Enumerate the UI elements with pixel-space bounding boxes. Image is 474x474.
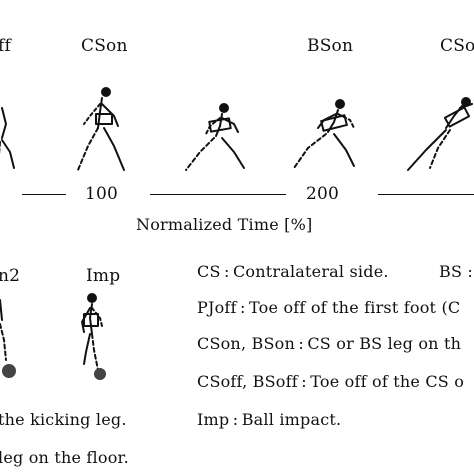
stick-figure-csoff xyxy=(407,97,473,171)
time-axis-segment xyxy=(150,194,286,195)
stick-figure-imp xyxy=(81,293,106,380)
phase-label-cson: CSon xyxy=(81,36,128,56)
legend-cson-bson: CSon, BSon : CS or BS leg on th xyxy=(197,334,462,353)
stick-figure-bson xyxy=(293,99,355,169)
time-axis-segment xyxy=(378,194,474,195)
stick-figure-mid1 xyxy=(185,103,245,171)
legend-cs: CS : Contralateral side. xyxy=(197,262,389,281)
legend-csoff-bsoff: CSoff, BSoff : Toe off of the CS o xyxy=(197,372,465,391)
phase-label-csoff: CSo xyxy=(440,36,474,56)
stick-figure-cson xyxy=(77,87,125,171)
stick-figure-on2 xyxy=(0,299,16,378)
tick-label-200: 200 xyxy=(306,184,340,204)
ball-icon xyxy=(2,364,16,378)
phase-label-imp: Imp xyxy=(86,266,121,286)
tick-label-100: 100 xyxy=(85,184,119,204)
time-axis-segment xyxy=(22,194,66,195)
phase-label-bson: BSon xyxy=(307,36,354,56)
note-leg-floor: leg on the floor. xyxy=(0,448,129,467)
legend-pjoff: PJoff : Toe off of the first foot (C xyxy=(197,298,461,317)
axis-label: Normalized Time [%] xyxy=(136,215,313,234)
phase-label-on2: n2 xyxy=(0,266,21,286)
phase-label-pjoff: ff xyxy=(0,36,11,56)
note-kicking-leg: the kicking leg. xyxy=(0,410,127,429)
legend-bs: BS : xyxy=(439,262,473,281)
legend-imp: Imp : Ball impact. xyxy=(197,410,342,429)
stick-figure-pjoff xyxy=(0,107,15,169)
ball-icon xyxy=(94,368,106,380)
